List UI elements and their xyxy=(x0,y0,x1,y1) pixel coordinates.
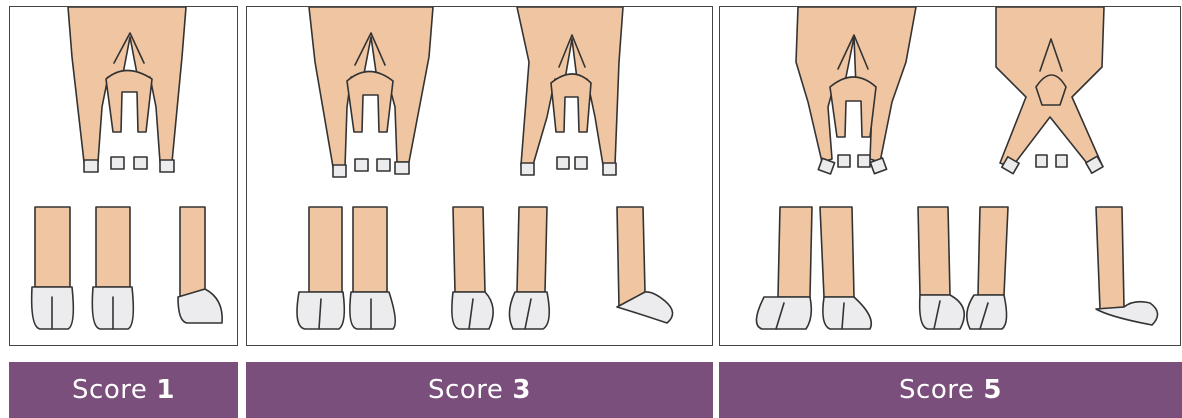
hoof xyxy=(395,162,409,174)
leg xyxy=(453,207,485,292)
hoof xyxy=(575,157,587,169)
leg xyxy=(918,207,950,295)
leg xyxy=(617,207,645,307)
score-1-illustration xyxy=(10,7,239,347)
score-value: 1 xyxy=(156,375,175,405)
udder xyxy=(106,71,152,133)
hoof xyxy=(967,295,1007,329)
hoof xyxy=(350,292,395,329)
hoof xyxy=(603,163,616,175)
leg xyxy=(517,207,547,292)
leg xyxy=(778,207,812,297)
leg xyxy=(820,207,854,297)
leg xyxy=(96,207,130,287)
hoof xyxy=(823,297,871,329)
udder xyxy=(347,72,393,133)
score-5-illustration xyxy=(720,7,1182,347)
score-1-panel xyxy=(9,6,238,346)
score-5-panel xyxy=(719,6,1181,346)
hoof xyxy=(377,159,390,171)
hoof xyxy=(84,160,98,172)
hoof xyxy=(1036,155,1047,167)
score-value: 5 xyxy=(983,375,1002,405)
hoof xyxy=(452,292,493,329)
leg xyxy=(309,207,342,292)
hoof xyxy=(838,155,850,167)
hoof xyxy=(1056,155,1067,167)
hoof xyxy=(333,165,346,177)
score-3-illustration xyxy=(247,7,714,347)
hoof xyxy=(134,157,147,169)
hoof xyxy=(160,160,174,172)
udder xyxy=(551,74,591,132)
hoof xyxy=(858,155,870,167)
score-3-panel xyxy=(246,6,713,346)
score-3-label: Score 3 xyxy=(246,362,713,418)
leg xyxy=(978,207,1008,295)
leg xyxy=(353,207,387,292)
hoof xyxy=(920,295,965,329)
leg xyxy=(180,207,205,297)
udder xyxy=(830,77,876,137)
score-1-label: Score 1 xyxy=(9,362,238,418)
hoof xyxy=(557,157,569,169)
leg xyxy=(1096,207,1124,309)
hoof xyxy=(818,158,834,174)
score-word: Score xyxy=(72,375,147,405)
score-word: Score xyxy=(899,375,974,405)
leg xyxy=(35,207,70,287)
hoof xyxy=(111,157,124,169)
hoof xyxy=(355,159,368,171)
score-5-label: Score 5 xyxy=(719,362,1182,418)
hoof xyxy=(756,297,811,329)
hoof xyxy=(521,163,534,175)
score-word: Score xyxy=(428,375,503,405)
score-value: 3 xyxy=(512,375,531,405)
